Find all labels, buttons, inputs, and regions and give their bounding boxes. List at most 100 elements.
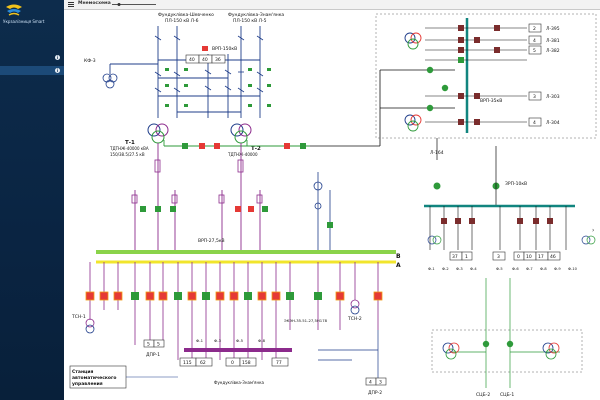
vrp150-values: 40 40 36 (185, 54, 226, 64)
zrp10-breakers[interactable] (441, 218, 553, 224)
sdb1-label: СЦБ-1 (500, 392, 514, 398)
sdb2-label: СЦБ-2 (476, 392, 490, 398)
zrp10-feeder-labels: Ф-1 Ф-2 Ф-3 Ф-4 Ф-5 Ф-6 Ф-7 Ф-8 Ф-9 Ф-10 (428, 267, 578, 271)
sidebar: Укрзалізниця Smart i i (0, 0, 65, 400)
kf-label: КФ-3 (84, 58, 96, 64)
sidebar-item-2[interactable]: i (0, 66, 64, 75)
hv-lines (109, 26, 261, 118)
feeder-label-3: Ф-5 (236, 338, 244, 343)
feeder-label-4: Ф-8 (258, 338, 266, 343)
bottom-line-label: Фундуклівка-Знам'янка (214, 380, 264, 385)
line-right-type: ПЛ-150 кВ Л-5 (233, 18, 267, 24)
disconnectors-150 (154, 35, 264, 93)
feeder-label-1: Ф-1 (196, 338, 204, 343)
f10-label-1: Ф-1 (428, 267, 435, 271)
zrp10-right-value-4: 46 (550, 254, 556, 260)
vrp35-feeder-value-1: 2 (533, 26, 536, 32)
dpr2-value-1: 4 (369, 380, 372, 386)
feeder-label-2: Ф-3 (214, 338, 222, 343)
zrp10-label: ЗРП-10кВ (505, 181, 527, 187)
bus-b-label: В (396, 253, 401, 260)
feeder-lines-27kv (89, 262, 379, 360)
mnemonic-diagram: Фундуклівка-Шевченко ПЛ-150 кВ Л-6 Фунду… (64, 10, 600, 400)
dpr2-lines (318, 330, 379, 380)
t2-label: Т-2 (251, 146, 261, 152)
f10-label-4: Ф-4 (470, 267, 477, 271)
vrp35-breakers[interactable] (458, 25, 500, 125)
expand-right-icon[interactable]: › (592, 227, 594, 234)
bus27-label: ВРП-27,5кВ (198, 238, 225, 244)
vrp150-value-1: 40 (189, 57, 195, 63)
zrp10-right-value-3: 17 (538, 254, 544, 260)
eksh-label: ЭКЭН-35.51-27,5Н178 (284, 318, 328, 323)
brand-logo (6, 4, 22, 16)
vrp35-feeder-name-2: Л-381 (546, 38, 560, 44)
dpr2-label: ДПР-2 (368, 390, 382, 396)
feeder-value-4: 158 (242, 360, 251, 366)
transformer-t1[interactable] (147, 123, 169, 144)
zrp10-right-value-2: 10 (526, 254, 532, 260)
f10-label-3: Ф-3 (456, 267, 463, 271)
t1-label: Т-1 (125, 140, 135, 146)
dpr2-value-2: 3 (379, 380, 382, 386)
feeder-value-1: 115 (183, 360, 192, 366)
line-left-type: ПЛ-150 кВ Л-6 (165, 18, 199, 24)
feeder-values: 115 62 0 158 77 (179, 357, 289, 367)
fuses-27kv (131, 159, 263, 204)
vrp35-area (375, 13, 597, 139)
f10-label-2: Ф-2 (442, 267, 449, 271)
sidebar-item-1[interactable]: i (0, 53, 64, 62)
vrp35-feeder-name-5: Л-304 (546, 120, 560, 126)
vrp35-feeder-values: 2 4 5 3 4 Л-395 Л-381 Л-382 Л-303 Л-304 (528, 23, 560, 127)
zrp10-left-value-1: 37 (452, 254, 458, 260)
page-title: Мнемосхема (78, 1, 111, 6)
breakers-35-link[interactable] (182, 143, 306, 149)
vrp150-label: ВРП-150кВ (212, 46, 237, 52)
brand-name: Укрзалізниця Smart (3, 19, 45, 24)
vrp35-feeder-name-3: Л-382 (546, 48, 560, 54)
feeder-value-2: 62 (200, 360, 206, 366)
zrp10-mid-value-1: 3 (497, 254, 500, 260)
f10-label-8: Ф-8 (540, 267, 547, 271)
zrp10-transformers[interactable] (427, 235, 596, 245)
feeder-labels: Ф-1 Ф-3 Ф-5 Ф-8 (196, 338, 266, 343)
breakers-27kv-transformers[interactable] (140, 206, 268, 212)
lines-27kv-vertical (134, 143, 261, 252)
sdb-switches[interactable] (482, 340, 514, 348)
f10-label-6: Ф-6 (512, 267, 519, 271)
dpr1-label: ДПР-1 (146, 352, 160, 358)
t2-power: ТДТНЖ-40000 (227, 152, 258, 157)
vrp35-isolators[interactable] (426, 66, 449, 112)
f10-label-5: Ф-5 (496, 267, 503, 271)
f10-label-9: Ф-9 (554, 267, 561, 271)
earthing-switches-150 (165, 68, 271, 107)
info-icon: i (55, 55, 60, 60)
zoom-slider[interactable] (112, 3, 156, 6)
link-to-vrp35 (310, 69, 455, 147)
kf-transformer[interactable] (102, 73, 118, 89)
t1-power: ТДТНЖ-40000 кВА (109, 146, 149, 151)
tsn1-transformer[interactable] (85, 318, 95, 334)
vrp35-label: ВРП-35кВ (480, 98, 502, 104)
vrp35-transformers[interactable] (404, 32, 422, 132)
vrp150-value-2: 40 (202, 57, 208, 63)
breaker-150-section[interactable] (202, 46, 208, 51)
vrp35-feeder-name-4: Л-303 (546, 94, 560, 100)
sdb-transformers[interactable] (442, 342, 560, 360)
hamburger-menu-icon[interactable] (68, 2, 74, 7)
station-label-2: автоматического (72, 376, 116, 381)
dpr1-value-1: 5 (147, 342, 150, 348)
transformer-t2[interactable] (230, 123, 252, 144)
tsn1-label: ТСН-1 (71, 314, 86, 320)
tsn2-transformer[interactable] (350, 299, 360, 315)
t1-voltage: 150/38.5/27.5 кВ (110, 152, 145, 157)
b164-label: Л-164 (430, 150, 444, 156)
vrp150-value-3: 36 (215, 57, 221, 63)
breakers-27kv-feeders[interactable] (85, 291, 383, 301)
dpr1-value-2: 5 (157, 342, 160, 348)
line-right-name: Фундуклівка-Знам'янка (228, 12, 284, 18)
f10-label-7: Ф-7 (526, 267, 533, 271)
b164-switch[interactable] (433, 182, 441, 190)
feeder-value-5: 77 (276, 360, 282, 366)
tsn2-label: ТСН-2 (347, 316, 362, 322)
